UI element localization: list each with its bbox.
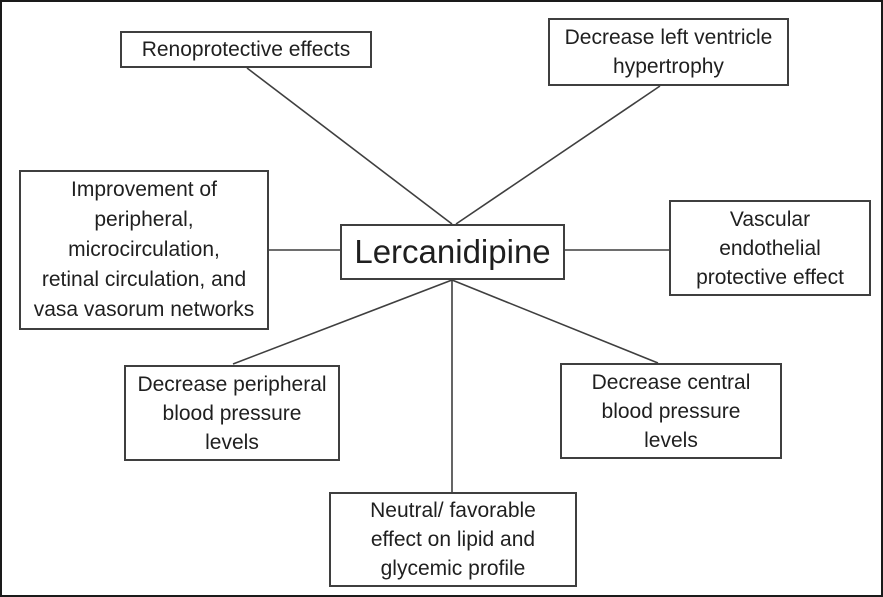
node-vascular-endothelial: Vascular endothelial protective effect: [669, 200, 871, 296]
connector-center-to-renoprotective: [246, 67, 453, 225]
connector-center-to-central-bp: [451, 279, 659, 364]
node-lv-hypertrophy: Decrease left ventricle hypertrophy: [548, 18, 789, 86]
node-microcirculation: Improvement of peripheral, microcirculat…: [19, 170, 269, 330]
connector-center-to-peripheral-bp: [232, 279, 453, 365]
node-peripheral-bp: Decrease peripheral blood pressure level…: [124, 365, 340, 461]
connector-center-to-lv-hypertrophy: [455, 85, 661, 225]
node-central-bp: Decrease central blood pressure levels: [560, 363, 782, 459]
node-renoprotective: Renoprotective effects: [120, 31, 372, 68]
node-lercanidipine: Lercanidipine: [340, 224, 565, 280]
node-lipid-glycemic: Neutral/ favorable effect on lipid and g…: [329, 492, 577, 587]
